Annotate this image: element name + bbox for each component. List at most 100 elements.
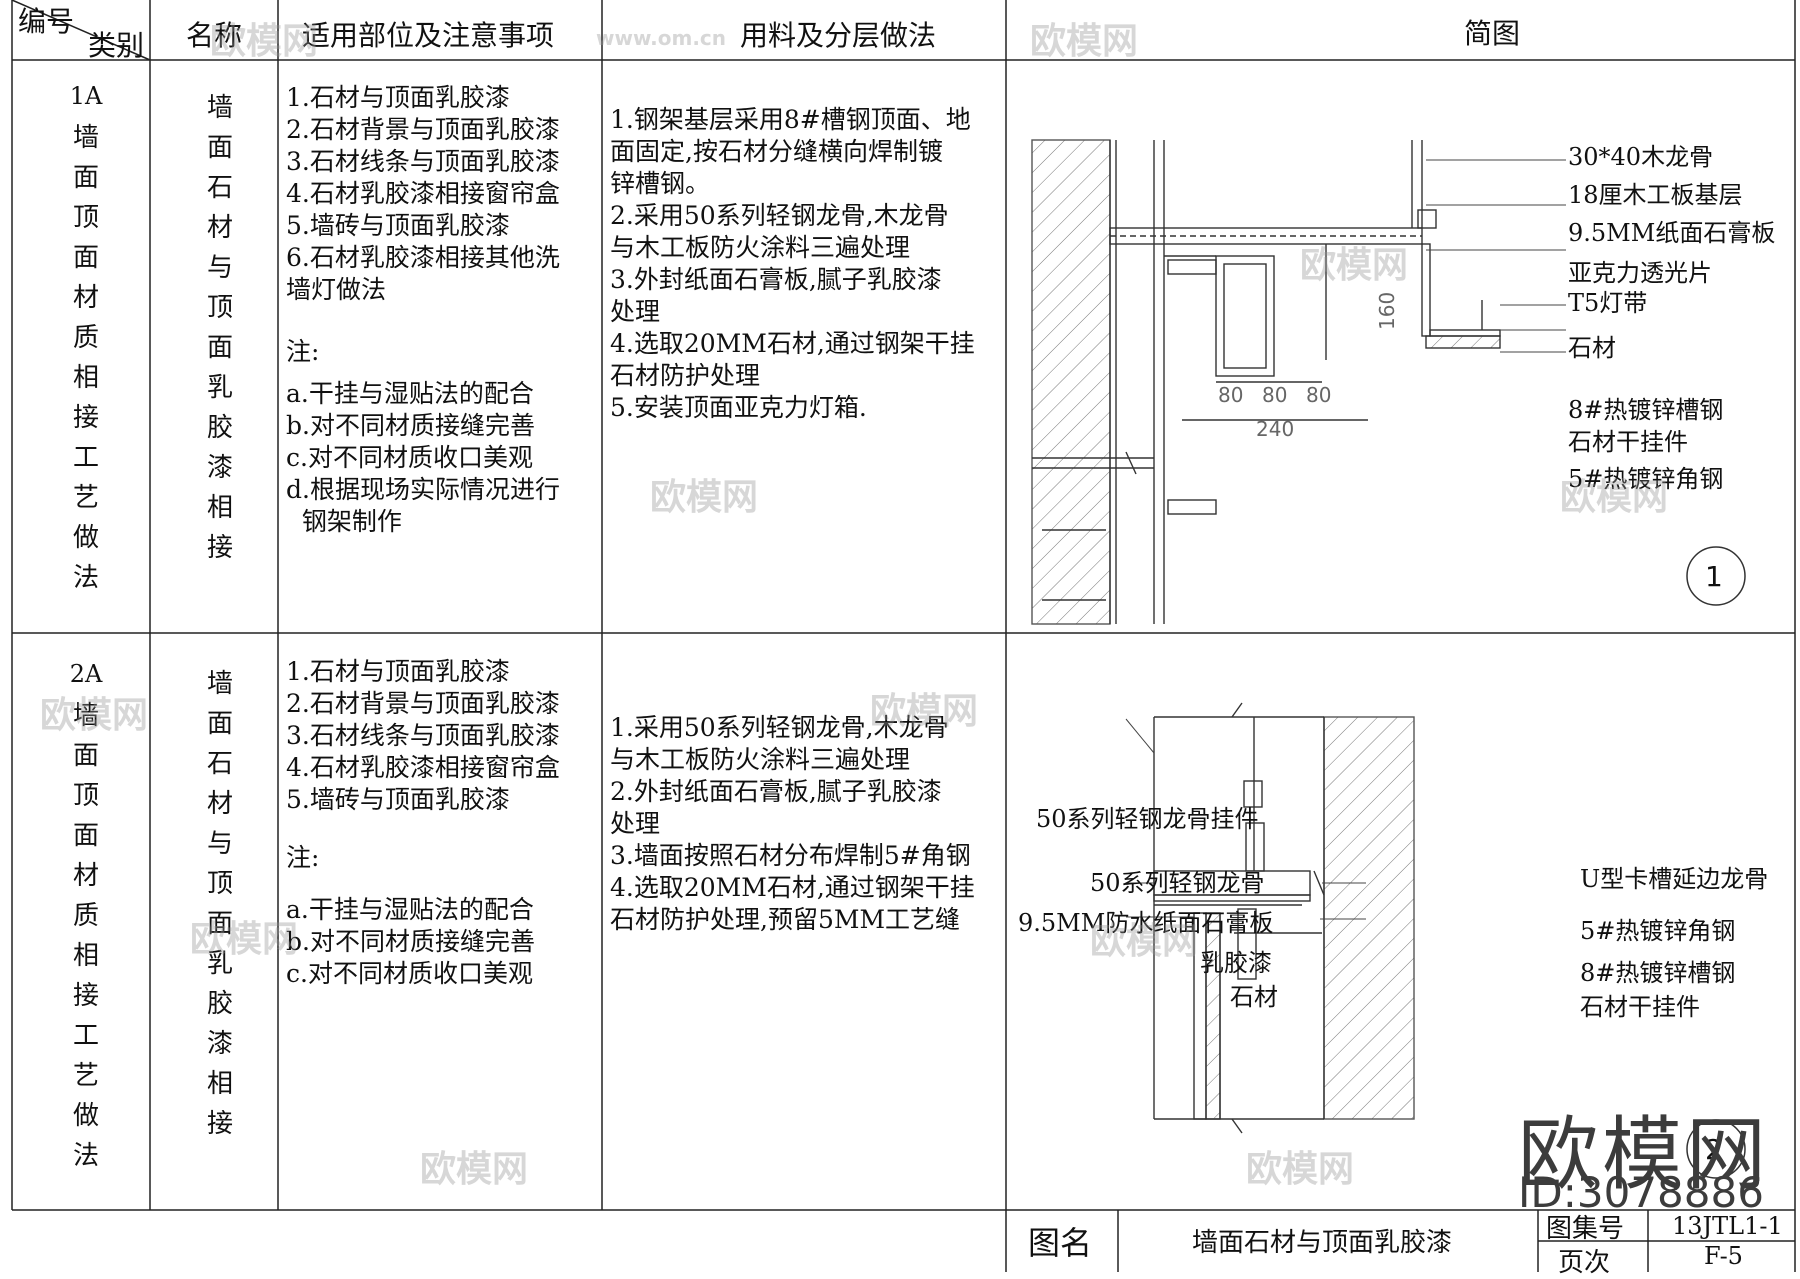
diagram-number: 1 (1705, 560, 1723, 593)
header-diagram: 简图 (1464, 17, 1521, 50)
watermark: 欧模网 (1030, 21, 1139, 62)
watermark: 欧模网 (1560, 477, 1669, 518)
list-item: 处理 (610, 809, 661, 838)
header-scope: 适用部位及注意事项 (302, 19, 555, 52)
anno-acrylic: 亚克力透光片 (1568, 259, 1712, 287)
watermark: 欧模网 (420, 1149, 529, 1190)
watermark: 欧模网 (40, 695, 149, 736)
anno-channel: 8#热镀锌槽钢 (1568, 396, 1724, 424)
anno-gypsum-2: 9.5MM防水纸面石膏板 (1018, 909, 1274, 937)
footer-page-value: F-5 (1704, 1242, 1743, 1270)
watermark: 欧模网 (650, 477, 759, 518)
anno-gypsum: 9.5MM纸面石膏板 (1568, 219, 1776, 247)
list-item: 4.石材乳胶漆相接窗帘盒 (286, 179, 560, 208)
row2-category: 墙面顶面材质相接工艺做法 (72, 701, 99, 1171)
watermark: 欧模网 (210, 21, 319, 62)
list-item: 锌槽钢。 (610, 169, 711, 198)
header-name: 名称 (186, 19, 243, 52)
list-item: d.根据现场实际情况进行 (286, 475, 560, 504)
row1-scope: 1.石材与顶面乳胶漆 2.石材背景与顶面乳胶漆 3.石材线条与顶面乳胶漆 4.石… (286, 82, 560, 538)
list-item: 面固定,按石材分缝横向焊制镀 (610, 137, 943, 166)
section-drawing-2: 2 (1125, 702, 1746, 1179)
anno-stone-2: 石材 (1230, 983, 1278, 1011)
watermark: 欧模网 (190, 919, 299, 960)
list-item: 石材防护处理,预留5MM工艺缝 (610, 905, 961, 934)
anno-wood-board: 18厘木工板基层 (1568, 181, 1743, 209)
anno-paint-2: 乳胶漆 (1200, 949, 1272, 977)
list-item: 3.外封纸面石膏板,腻子乳胶漆 (610, 265, 942, 294)
dim-label: 240 (1256, 417, 1294, 441)
row1-name: 墙面石材与顶面乳胶漆相接 (206, 93, 233, 563)
list-item: 2.采用50系列轻钢龙骨,木龙骨 (610, 201, 949, 230)
footer-title-label: 图名 (1028, 1224, 1093, 1262)
list-item: 4.选取20MM石材,通过钢架干挂 (610, 873, 975, 902)
list-item: 1.钢架基层采用8#槽钢顶面、地 (610, 105, 971, 134)
list-item: 5.安装顶面亚克力灯箱. (610, 393, 867, 422)
list-item: b.对不同材质接缝完善 (286, 411, 535, 440)
footer-set-label: 图集号 (1546, 1214, 1625, 1244)
list-item: 5.墙砖与顶面乳胶漆 (286, 785, 510, 814)
list-item: 4.选取20MM石材,通过钢架干挂 (610, 329, 975, 358)
anno-angle-2: 5#热镀锌角钢 (1580, 917, 1736, 945)
row2-scope: 1.石材与顶面乳胶漆 2.石材背景与顶面乳胶漆 3.石材线条与顶面乳胶漆 4.石… (286, 656, 560, 990)
list-item: a.干挂与湿贴法的配合 (286, 895, 534, 924)
anno-angle: 5#热镀锌角钢 (1568, 465, 1724, 493)
row2-method: 1.采用50系列轻钢龙骨,木龙骨 与木工板防火涂料三遍处理 2.外封纸面石膏板,… (610, 712, 975, 936)
list-item: 2.外封纸面石膏板,腻子乳胶漆 (610, 777, 942, 806)
footer-set-value: 13JTL1-1 (1672, 1212, 1783, 1240)
list-item: c.对不同材质收口美观 (286, 959, 533, 988)
list-item: b.对不同材质接缝完善 (286, 927, 535, 956)
watermark: 欧模网 (1090, 921, 1199, 962)
anno-channel-2: 8#热镀锌槽钢 (1580, 959, 1736, 987)
anno-hanger-3: 石材干挂件 (1580, 993, 1700, 1021)
anno-hanger-2: 50系列轻钢龙骨挂件 (1036, 805, 1259, 833)
list-item: 3.石材线条与顶面乳胶漆 (286, 147, 560, 176)
dim-label: 160 (1375, 292, 1399, 330)
footer-page-label: 页次 (1558, 1248, 1611, 1278)
list-item: 1.石材与顶面乳胶漆 (286, 83, 510, 112)
watermark: 欧模网 (870, 691, 979, 732)
list-item: 处理 (610, 297, 661, 326)
dim-label: 80 (1218, 383, 1243, 407)
watermark: 欧模网 (1300, 245, 1409, 286)
diagram-number: 2 (1705, 1133, 1723, 1166)
note-label: 注: (286, 337, 320, 366)
anno-wood-keel: 30*40木龙骨 (1568, 143, 1714, 171)
header-method: 用料及分层做法 (740, 19, 937, 52)
list-item: 2.石材背景与顶面乳胶漆 (286, 689, 560, 718)
anno-t5: T5灯带 (1568, 289, 1648, 317)
anno-hanger: 石材干挂件 (1568, 428, 1688, 456)
list-item: 1.采用50系列轻钢龙骨,木龙骨 (610, 713, 949, 742)
list-item: 3.石材线条与顶面乳胶漆 (286, 721, 560, 750)
watermark: 欧模网 (1246, 1149, 1355, 1190)
anno-u-channel: U型卡槽延边龙骨 (1580, 865, 1769, 893)
list-item: 墙灯做法 (286, 275, 387, 304)
row1-id: 1A (69, 82, 103, 110)
anno-keel-2: 50系列轻钢龙骨 (1090, 869, 1265, 897)
list-item: 4.石材乳胶漆相接窗帘盒 (286, 753, 560, 782)
note-label: 注: (286, 843, 320, 872)
list-item: c.对不同材质收口美观 (286, 443, 533, 472)
list-item: a.干挂与湿贴法的配合 (286, 379, 534, 408)
footer-title: 墙面石材与顶面乳胶漆 (1192, 1228, 1453, 1258)
header-number: 编号 (18, 5, 75, 38)
list-item: 与木工板防火涂料三遍处理 (610, 233, 911, 262)
header-category: 类别 (88, 29, 145, 62)
row2-id: 2A (69, 660, 103, 688)
watermark-url: www.om.cn (596, 26, 727, 50)
anno-stone: 石材 (1568, 334, 1616, 362)
watermark-id: ID:3078886 (1518, 1168, 1764, 1217)
row2-name: 墙面石材与顶面乳胶漆相接 (206, 669, 233, 1139)
list-item: 钢架制作 (286, 507, 402, 536)
dim-label: 80 (1306, 383, 1331, 407)
list-item: 1.石材与顶面乳胶漆 (286, 657, 510, 686)
section-drawing-1: 80 80 80 240 160 1 (1031, 139, 1746, 625)
list-item: 与木工板防火涂料三遍处理 (610, 745, 911, 774)
list-item: 5.墙砖与顶面乳胶漆 (286, 211, 510, 240)
row1-method: 1.钢架基层采用8#槽钢顶面、地 面固定,按石材分缝横向焊制镀 锌槽钢。 2.采… (610, 104, 975, 424)
list-item: 2.石材背景与顶面乳胶漆 (286, 115, 560, 144)
row1-category: 墙面顶面材质相接工艺做法 (72, 123, 99, 593)
dim-label: 80 (1262, 383, 1287, 407)
list-item: 石材防护处理 (610, 361, 761, 390)
